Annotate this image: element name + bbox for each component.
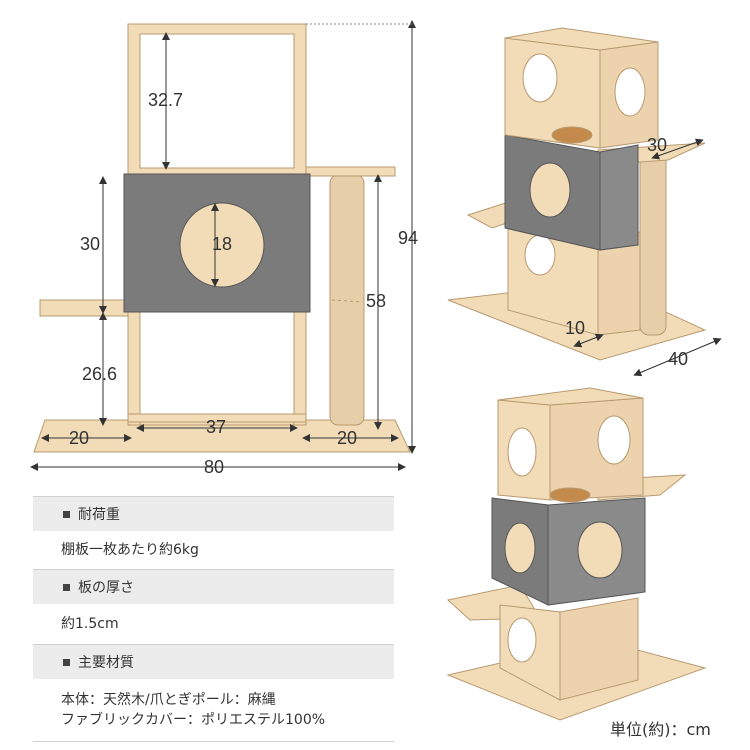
spec-label-thickness: 板の厚さ: [78, 580, 134, 596]
right-shelf: [304, 166, 396, 177]
spec-value-load-line: 棚板一枚あたり約6kg: [61, 542, 199, 558]
dim-hole-diameter: 18: [212, 234, 232, 254]
dim-lower-height: 26.6: [82, 364, 117, 384]
dim-right-base: 20: [337, 428, 357, 448]
unit-note: 単位(約)：cm: [610, 720, 711, 739]
spec-header-load: 耐荷重: [33, 496, 394, 531]
dim-base-depth: 40: [668, 349, 688, 369]
front-view: 32.7 30 18 26.6 37 20 20 80 58 94: [30, 20, 418, 477]
spec-value-material: 本体：天然木/爪とぎポール：麻縄 ファブリックカバー：ポリエステル100%: [33, 679, 394, 742]
dim-inner-width: 37: [206, 417, 226, 437]
spec-header-material: 主要材質: [33, 644, 394, 679]
spec-label-material: 主要材質: [78, 655, 134, 671]
dim-middle-box-height: 30: [80, 234, 100, 254]
dim-post-height: 58: [366, 291, 386, 311]
spec-value-material-line-1: 本体：天然木/爪とぎポール：麻縄: [61, 692, 276, 708]
bullet-square-icon: [63, 510, 70, 518]
spec-table: 耐荷重 棚板一枚あたり約6kg 板の厚さ 約1.5cm 主要材質 本体：天然木/…: [33, 496, 394, 742]
dim-post-offset: 10: [565, 318, 585, 338]
dim-shelf-depth: 30: [647, 135, 667, 155]
spec-value-material-line-2: ファブリックカバー：ポリエステル100%: [61, 712, 326, 728]
lower-frame: [127, 309, 307, 426]
dim-total-width: 80: [204, 457, 224, 477]
bullet-square-icon: [63, 658, 70, 666]
dim-left-base: 20: [69, 428, 89, 448]
perspective-view-top: 30 10 40: [447, 27, 722, 377]
scratching-post: [329, 174, 365, 426]
fabric-box: [123, 173, 311, 313]
fabric-hole: [179, 202, 265, 288]
left-shelf: [39, 299, 133, 317]
spec-value-thickness-line: 約1.5cm: [61, 616, 119, 632]
spec-value-thickness: 約1.5cm: [33, 604, 394, 644]
dim-top-box-height: 32.7: [148, 90, 183, 110]
dim-total-height: 94: [398, 228, 418, 248]
spec-header-thickness: 板の厚さ: [33, 569, 394, 604]
perspective-view-bottom: [446, 387, 707, 721]
spec-value-load: 棚板一枚あたり約6kg: [33, 531, 394, 569]
spec-label-load: 耐荷重: [78, 507, 120, 523]
bullet-square-icon: [63, 583, 70, 591]
